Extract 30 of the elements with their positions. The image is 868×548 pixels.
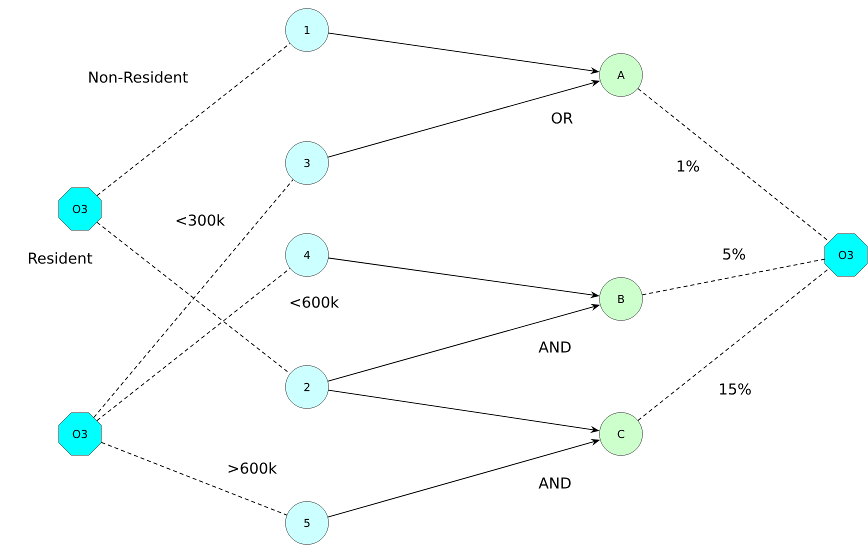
octagon-node: O3	[58, 412, 102, 456]
circle-node: 3	[285, 141, 329, 185]
edge-label: >600k	[226, 461, 278, 475]
dashed-line	[96, 222, 290, 374]
gate-label: AND	[538, 478, 571, 488]
edge-label: 15%	[717, 382, 753, 396]
circle-node: A	[599, 53, 643, 97]
circle-node: 2	[285, 365, 329, 409]
edge-label: <300k	[174, 213, 226, 227]
edge-label: 5%	[721, 247, 747, 261]
circle-node: 5	[285, 501, 329, 545]
dashed-line	[93, 179, 294, 418]
dashed-line	[642, 258, 825, 296]
circle-node: 4	[285, 233, 329, 277]
circle-node: C	[599, 412, 643, 456]
gate-label: OR	[552, 112, 573, 124]
dashed-line	[638, 268, 830, 421]
dashed-line	[96, 42, 290, 196]
edge-label: <600k	[288, 295, 340, 309]
octagon-node: O3	[824, 234, 868, 276]
dashed-line	[101, 442, 288, 516]
edge-label: Non-Resident	[86, 70, 190, 84]
circle-node: 1	[285, 8, 329, 52]
gate-label: AND	[538, 342, 571, 352]
octagon-node: O3	[58, 188, 102, 230]
dashed-line	[638, 88, 830, 242]
edge-label: 1%	[675, 159, 701, 173]
dashed-line	[96, 268, 290, 422]
edge-label: Resident	[26, 251, 94, 265]
circle-node: B	[599, 277, 643, 321]
